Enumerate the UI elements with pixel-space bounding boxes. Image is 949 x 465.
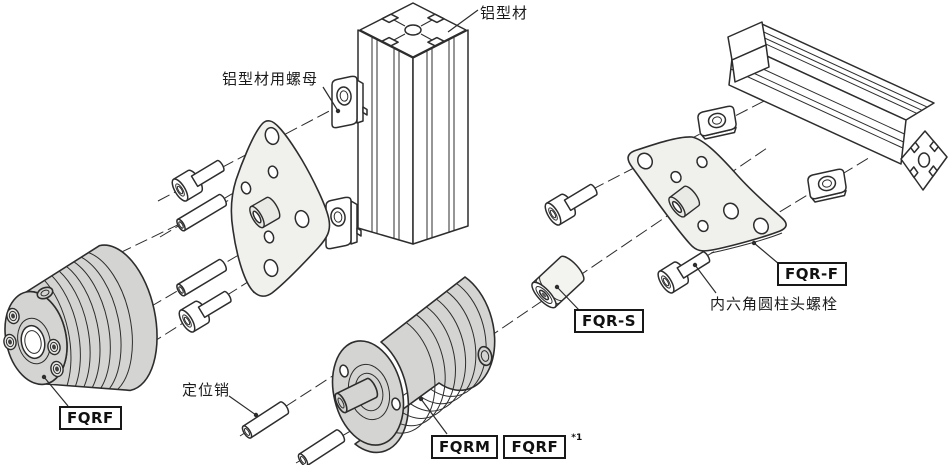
fqr-s-spacer: [527, 252, 589, 312]
right-flange-plate: [627, 136, 787, 254]
extrusion-nut-left-top: [331, 75, 368, 129]
extrusion-nut-right-top: [697, 105, 737, 140]
footnote-marker: *1: [571, 433, 583, 443]
left-flange-plate: [230, 119, 331, 297]
label-aluminum-extrusion: 铝型材: [480, 4, 529, 22]
part-code-row-middle-coupling: FQRM FQRF *1: [431, 433, 583, 459]
label-locating-pin: 定位销: [182, 381, 231, 399]
middle-coupling-fqrm: [331, 276, 496, 454]
leader-lines: [41, 9, 780, 435]
assembly-axis-lines: [102, 96, 873, 464]
horizontal-aluminum-extrusion: [727, 21, 948, 191]
extrusion-nut-left-bottom: [325, 196, 362, 250]
left-coupling-fqrf: [1, 244, 158, 392]
label-extrusion-nut: 铝型材用螺母: [222, 70, 319, 88]
locating-pin-top: [239, 399, 291, 441]
part-code-fqrm: FQRM: [431, 435, 499, 459]
part-code-fqr-f: FQR-F: [777, 262, 847, 286]
label-hex-socket-bolt: 内六角圆柱头螺栓: [710, 295, 839, 313]
vertical-aluminum-extrusion: [357, 2, 469, 245]
extrusion-nut-right-bottom: [807, 168, 847, 203]
part-code-fqrf-left: FQRF: [59, 406, 122, 430]
hex-socket-bolt-right-bottom: [654, 244, 716, 297]
hex-socket-bolt-right-top: [541, 177, 603, 229]
locating-pin-bottom: [295, 427, 347, 465]
part-code-fqr-s: FQR-S: [574, 309, 645, 333]
part-code-fqrf-middle: FQRF: [503, 435, 567, 459]
sleeve-left-bottom: [174, 257, 229, 298]
